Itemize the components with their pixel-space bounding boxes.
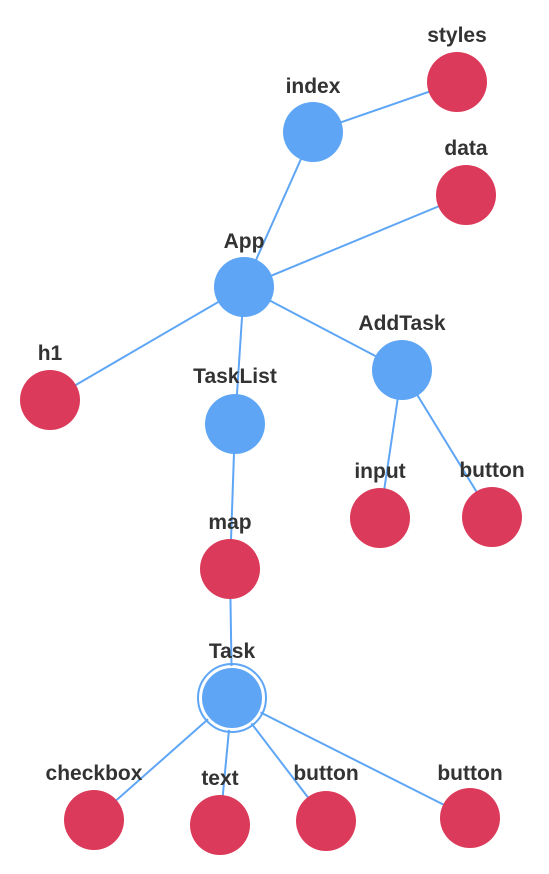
node-label: input	[354, 460, 405, 483]
node-tasklist[interactable]: TaskList	[193, 365, 277, 454]
node-label: Task	[209, 640, 256, 663]
node-styles[interactable]: styles	[427, 24, 487, 112]
node-checkbox[interactable]: checkbox	[46, 762, 143, 850]
element-node-circle[interactable]	[462, 487, 522, 547]
element-node-circle[interactable]	[64, 790, 124, 850]
node-text[interactable]: text	[190, 767, 250, 855]
node-label: AddTask	[358, 312, 445, 335]
node-addtask-button[interactable]: button	[459, 459, 525, 547]
element-node-circle[interactable]	[190, 795, 250, 855]
node-h1[interactable]: h1	[20, 342, 80, 430]
node-label: button	[459, 459, 524, 482]
element-node-circle[interactable]	[20, 370, 80, 430]
node-data[interactable]: data	[436, 137, 496, 225]
component-node-circle[interactable]	[372, 340, 432, 400]
node-label: TaskList	[193, 365, 277, 388]
component-node-circle[interactable]	[205, 394, 265, 454]
node-task-button-2[interactable]: button	[437, 762, 503, 848]
node-task[interactable]: Task	[197, 640, 267, 733]
node-label: map	[208, 511, 251, 534]
node-label: styles	[427, 24, 487, 47]
node-label: text	[201, 767, 238, 790]
node-label: index	[286, 75, 341, 98]
node-selection-ring	[197, 663, 267, 733]
component-node-circle[interactable]	[283, 102, 343, 162]
node-task-button-1[interactable]: button	[293, 762, 359, 851]
element-node-circle[interactable]	[350, 488, 410, 548]
node-label: checkbox	[46, 762, 143, 785]
component-node-circle[interactable]	[202, 668, 262, 728]
element-node-circle[interactable]	[440, 788, 500, 848]
edge-app-to-data	[243, 194, 467, 288]
node-label: button	[293, 762, 358, 785]
edge-task-to-task-button-2	[231, 697, 471, 819]
node-app[interactable]: App	[214, 230, 274, 317]
node-label: h1	[38, 342, 63, 365]
component-node-circle[interactable]	[214, 257, 274, 317]
node-label: button	[437, 762, 502, 785]
node-label: data	[444, 137, 488, 160]
node-map[interactable]: map	[200, 511, 260, 599]
element-node-circle[interactable]	[200, 539, 260, 599]
node-label: App	[224, 230, 265, 253]
node-index[interactable]: index	[283, 75, 343, 162]
edges-layer	[49, 81, 493, 826]
element-node-circle[interactable]	[296, 791, 356, 851]
element-node-circle[interactable]	[427, 52, 487, 112]
node-input[interactable]: input	[350, 460, 410, 548]
element-node-circle[interactable]	[436, 165, 496, 225]
edge-app-to-h1	[49, 286, 245, 401]
node-addtask[interactable]: AddTask	[358, 312, 446, 400]
